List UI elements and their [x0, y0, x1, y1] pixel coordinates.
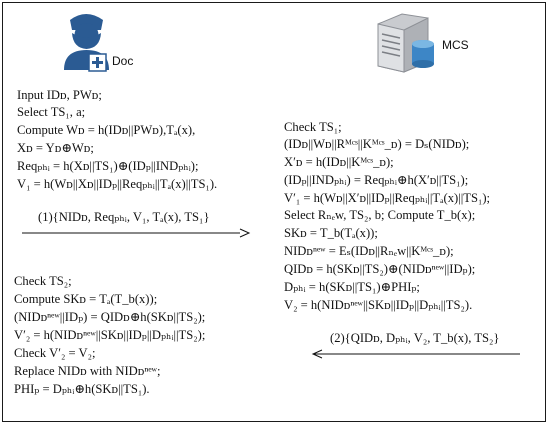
mcs-step: V′₁ = h(Wᴅ||X′ᴅ||IDₚ||Reqₚₕᵢ||Tₐ(x)||TS₁…: [284, 191, 491, 205]
doc-step: Reqₚₕᵢ = h(Xᴅ||TS₁)⊕(IDₚ||INDₚₕᵢ);: [17, 159, 199, 173]
mcs-step: (IDᴅ||Wᴅ||Rᴹᶜˢ||Kᴹᶜˢ_ᴅ) = Dₛ(NIDᴅ);: [284, 137, 470, 151]
mcs-step: QIDᴅ = h(SKᴅ||TS₂)⊕(NIDᴅⁿᵉʷ||IDₚ);: [284, 262, 476, 276]
mcs-step: SKᴅ = T_b(Tₐ(x));: [284, 226, 378, 240]
mcs-step: Check TS₁;: [284, 120, 342, 134]
doc-verify-step: Check TS₂;: [14, 274, 72, 288]
doc-verify-step: PHIₚ = Dₚₕᵢ⊕h(SKᴅ||TS₁).: [14, 382, 150, 396]
message-2-arrow: [311, 349, 520, 359]
mcs-step: V₂ = h(NIDᴅⁿᵉʷ||SKᴅ||IDₚ||Dₚₕᵢ||TS₂).: [284, 298, 473, 312]
mcs-step: Select Rₙₑw, TS₂, b; Compute T_b(x);: [284, 208, 476, 222]
doc-step: Xᴅ = Yᴅ⊕Wᴅ;: [17, 141, 94, 155]
doctor-label: Doc: [112, 54, 134, 68]
doctor-icon: [64, 14, 109, 72]
mcs-step: Dₚₕᵢ = h(SKᴅ||TS₁)⊕PHIₚ;: [284, 280, 420, 294]
server-label: MCS: [442, 38, 469, 52]
doc-verify-step: Replace NIDᴅ with NIDᴅⁿᵉʷ;: [14, 364, 161, 378]
doc-step: Select TS₁, a;: [17, 105, 86, 119]
doc-verify-step: V′₂ = h(NIDᴅⁿᵉʷ||SKᴅ||IDₚ||Dₚₕᵢ||TS₂);: [14, 328, 206, 342]
message-2-label: (2){QIDᴅ, Dₚₕᵢ, V₂, T_b(x), TS₂}: [330, 331, 500, 345]
doc-verify-step: Check V′₂ = V₂;: [14, 346, 96, 360]
server-icon: [377, 13, 434, 73]
mcs-step: X′ᴅ = h(IDᴅ||Kᴹᶜˢ_ᴅ);: [284, 155, 394, 169]
mcs-step: (IDₚ||INDₚₕᵢ) = Reqₚₕᵢ⊕h(X′ᴅ||TS₁);: [284, 173, 469, 187]
doc-step: V₁ = h(Wᴅ||Xᴅ||IDₚ||Reqₚₕᵢ||Tₐ(x)||TS₁).: [17, 177, 218, 191]
mcs-step: NIDᴅⁿᵉʷ = Eₛ(IDᴅ||Rₙₑw||Kᴹᶜˢ_ᴅ);: [284, 244, 454, 258]
protocol-frame: [2, 2, 546, 422]
doc-verify-step: Compute SKᴅ = Tₐ(T_b(x));: [14, 292, 158, 306]
doc-verify-step: (NIDᴅⁿᵉʷ||IDₚ) = QIDᴅ⊕h(SKᴅ||TS₂);: [14, 310, 206, 324]
doc-step: Compute Wᴅ = h(IDᴅ||PWᴅ),Tₐ(x),: [17, 123, 196, 137]
message-1-arrow: [22, 228, 251, 238]
doc-step: Input IDᴅ, PWᴅ;: [17, 88, 102, 102]
message-1-label: (1){NIDᴅ, Reqₚₕᵢ, V₁, Tₐ(x), TS₁}: [38, 210, 210, 224]
